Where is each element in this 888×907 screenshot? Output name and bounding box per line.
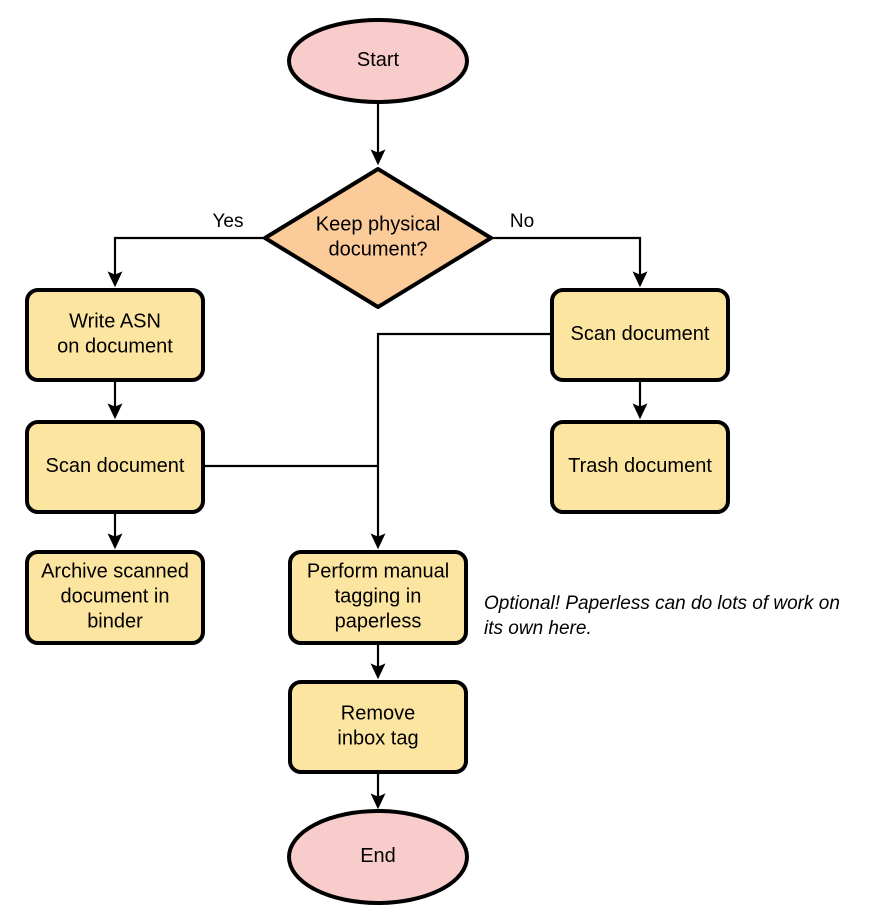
flow-node-trash[interactable]: Trash document (550, 420, 730, 514)
flow-node-start[interactable]: Start (287, 18, 469, 104)
process-shape (288, 680, 468, 774)
terminator-shape (287, 18, 469, 104)
node-label: Scan document (571, 323, 710, 345)
flow-connector (107, 236, 265, 288)
process-shape (25, 550, 205, 645)
process-shape (550, 420, 730, 514)
flow-connector (370, 332, 552, 550)
edge-labels-layer: Yes No (213, 211, 535, 232)
flow-node-scan-right[interactable]: Scan document (550, 288, 730, 382)
process-shape (25, 420, 205, 514)
process-shape (25, 288, 205, 382)
annotation-optional-note: Optional! Paperless can do lots of work … (484, 593, 840, 639)
node-label: Scan document (46, 455, 185, 477)
edge-label-yes-label: Yes (213, 211, 244, 232)
process-shape (550, 288, 730, 382)
flow-connector (491, 236, 648, 288)
edges-layer (107, 102, 648, 810)
flow-node-end[interactable]: End (287, 809, 469, 905)
process-shape (288, 550, 468, 645)
node-label: Trash document (568, 455, 712, 477)
decision-shape (263, 167, 493, 309)
node-label: Start (357, 49, 400, 71)
edge-label-no-label: No (510, 211, 534, 232)
node-label: End (360, 845, 396, 867)
flow-node-scan-left[interactable]: Scan document (25, 420, 205, 514)
terminator-shape (287, 809, 469, 905)
annotations-layer: Optional! Paperless can do lots of work … (484, 593, 840, 639)
